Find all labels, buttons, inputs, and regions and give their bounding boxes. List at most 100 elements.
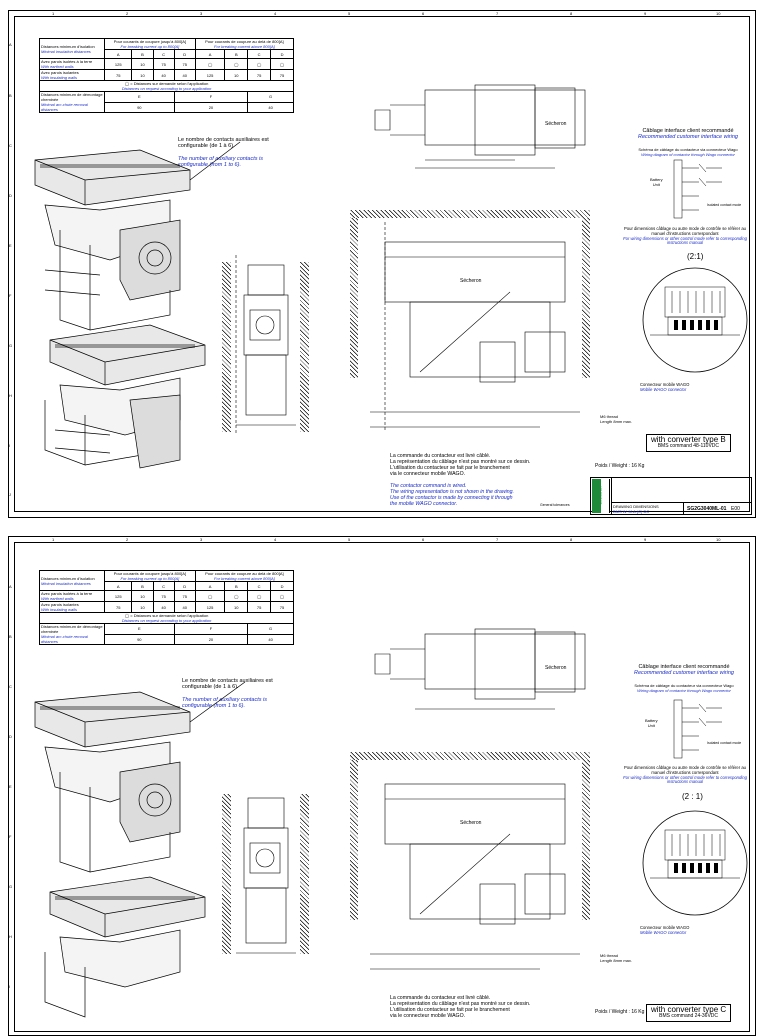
table-cell: 10 bbox=[131, 590, 154, 602]
command-fr-line: via le connecteur mobile WAGO. bbox=[390, 470, 466, 477]
contactor-isometric-drawing bbox=[34, 141, 241, 469]
table-cell: ◯ bbox=[247, 590, 272, 602]
table-cell: C bbox=[247, 49, 272, 59]
wago-connector-label: Connecteur mobile WAGO Mobile WAGO conne… bbox=[640, 382, 689, 393]
table-cell: 10 bbox=[131, 601, 154, 613]
table-cell: C bbox=[247, 581, 272, 591]
unit-label: Unit bbox=[647, 722, 655, 728]
table-cell: 10 bbox=[224, 69, 249, 81]
connector-detail-view bbox=[642, 267, 748, 373]
thread-note: M6 thread Length 8mm max. bbox=[600, 953, 632, 963]
table-header-cell: Pour courants de coupure jusqu'à 800[A]F… bbox=[104, 570, 196, 582]
contactor-side-view bbox=[236, 797, 296, 954]
row-letter: H bbox=[9, 393, 12, 398]
command-en-line: the mobile WAGO connector. bbox=[390, 500, 458, 507]
table-cell: 125 bbox=[194, 601, 226, 613]
aux-note-fr: Le nombre de contacts auxiliaires est co… bbox=[178, 137, 269, 150]
table-cell: ◯ bbox=[194, 58, 226, 70]
row-letter: D bbox=[9, 734, 12, 739]
table-cell: A bbox=[103, 581, 133, 591]
row-label-fr: Avec parois isolées à la terre bbox=[41, 59, 93, 64]
aux-note-fr: Le nombre de contacts auxiliaires est co… bbox=[182, 678, 273, 691]
table-cell: 75 bbox=[247, 69, 272, 81]
weight-label: Poids / Weight : 16 Kg bbox=[595, 1009, 644, 1015]
column-number: 3 bbox=[200, 537, 203, 542]
column-number: 4 bbox=[274, 11, 277, 16]
command-fr-line: La représentation du câblage n'est pas m… bbox=[390, 1000, 531, 1007]
weight-unit: Kg bbox=[638, 463, 645, 469]
row-letter: H bbox=[9, 934, 12, 939]
table-cell: G bbox=[247, 91, 294, 103]
title-block: Sécheron DRAWING DIMENSIONS BMS W. M.A.(… bbox=[590, 477, 752, 515]
column-number: 9 bbox=[644, 11, 647, 16]
contactor-top-view: Sécheron bbox=[374, 628, 586, 710]
table-cell: F bbox=[173, 91, 249, 103]
command-en-line: The contactor command is wired. bbox=[390, 482, 467, 489]
row-letter: G bbox=[9, 884, 13, 889]
row-letter: C bbox=[9, 143, 12, 148]
header-en: For breaking current above 800[A] bbox=[214, 576, 275, 581]
table-cell: 40 bbox=[247, 101, 294, 113]
header-fr: Distances minimum de démontage cheminée bbox=[41, 92, 103, 102]
wall-hatch bbox=[582, 760, 590, 920]
header-en: For breaking current up to 800[A] bbox=[120, 44, 180, 49]
header-fr: Pour courants de coupure jusqu'à 800[A] bbox=[113, 39, 187, 44]
drawing-revision: E00 bbox=[731, 506, 740, 512]
detail-scale: (2 : 1) bbox=[682, 792, 703, 801]
wall-hatch bbox=[350, 760, 358, 920]
battery-unit-label: Battery Unit bbox=[645, 718, 658, 728]
row-label-en: With insulating walls bbox=[41, 607, 77, 612]
header-en: Minimal insulation distances bbox=[41, 580, 91, 586]
header-fr: Pour courants de coupure jusqu'à 800[A] bbox=[113, 571, 187, 576]
row-label-en: With insulating walls bbox=[41, 75, 77, 80]
converter-type-label: with converter type C BMS command 24-36V… bbox=[646, 1004, 732, 1022]
table-cell: ◯ bbox=[270, 590, 294, 602]
column-number: 8 bbox=[570, 11, 573, 16]
row-letter: A bbox=[9, 42, 12, 47]
wiring-title-fr: Câblage interface client recommandé bbox=[642, 128, 734, 134]
wiring-diagram-caption: Schéma de câblage du contacteur via conn… bbox=[620, 683, 748, 693]
table-cell: ◯ bbox=[194, 590, 226, 602]
wiring-title-en: Recommended customer interface wiring bbox=[638, 134, 738, 141]
table-cell: 20 bbox=[173, 633, 249, 645]
brand-label: Sécheron bbox=[545, 665, 567, 671]
isolated-contact-label: Isolated contact mode bbox=[707, 741, 742, 745]
drawing-sheet-2: 1 2 3 4 5 6 7 8 9 10 A B C D E F G H I D… bbox=[0, 526, 768, 1036]
row-letter: I bbox=[9, 984, 11, 989]
command-fr-line: La commande du contacteur est livré câbl… bbox=[390, 453, 491, 459]
command-en-line: Use of the contactor is made by connecti… bbox=[390, 494, 513, 501]
wiring-schematic bbox=[673, 699, 722, 759]
dim-note-fr: Pour dimensions câblage ou autre mode de… bbox=[624, 226, 746, 236]
weight-label: Poids / Weight : 16 Kg bbox=[595, 463, 644, 469]
table-header-cell: Pour courants de coupure jusqu'à 800[A]F… bbox=[104, 38, 196, 50]
column-number: 5 bbox=[348, 537, 351, 542]
header-fr: Distances minimum d'isolation bbox=[41, 575, 95, 581]
command-fr-line: L'utilisation du contacteur se fait par … bbox=[390, 464, 510, 471]
brand-label: Sécheron bbox=[460, 820, 482, 826]
note-fr: ◯ = Distances sur demande selon l'applic… bbox=[124, 613, 209, 618]
row-letter: F bbox=[9, 293, 12, 298]
command-en-line: The wiring representation is not shown i… bbox=[390, 488, 514, 495]
column-number: 2 bbox=[126, 537, 129, 542]
table-cell: 40 bbox=[152, 601, 175, 613]
table-cell: G bbox=[247, 623, 294, 635]
battery-label: Battery bbox=[650, 177, 663, 182]
row-label-en: With earthed walls bbox=[41, 64, 74, 69]
command-fr-line: via le connecteur mobile WAGO. bbox=[390, 1012, 466, 1019]
table-header-cell: Distances minimum d'isolation Minimal in… bbox=[39, 38, 105, 59]
row-label-fr: Avec parois isolantes bbox=[41, 70, 79, 75]
column-number: 9 bbox=[644, 537, 647, 542]
wiring-diagram-en: Wiring diagram of contactor through Wago… bbox=[641, 151, 735, 157]
unit-label: Unit bbox=[652, 181, 660, 187]
converter-title: with converter type C bbox=[651, 1005, 727, 1014]
column-number: 2 bbox=[126, 11, 129, 16]
row-letter: E bbox=[9, 243, 12, 248]
header-fr: Pour courants de coupure au delà de 800[… bbox=[205, 571, 284, 576]
contactor-isometric-drawing bbox=[34, 681, 246, 1018]
column-number: 7 bbox=[496, 11, 499, 16]
thread-note: M6 thread Length 8mm max. bbox=[600, 414, 632, 424]
